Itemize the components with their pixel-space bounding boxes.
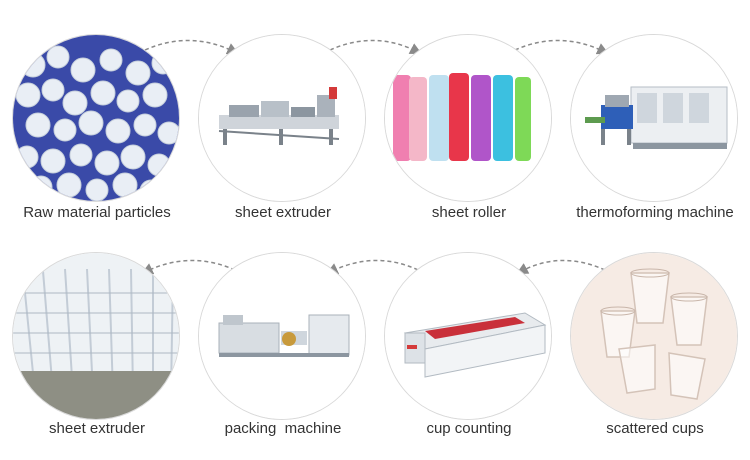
arrow-3-to-4: [514, 39, 610, 55]
counting-machine-icon: [384, 252, 552, 420]
arrow-2-to-3: [329, 39, 423, 55]
step-label: thermoforming machine: [576, 204, 734, 221]
arrow-6-to-5: [140, 259, 236, 275]
step-label: sheet extruder: [235, 204, 331, 221]
arrow-1-to-2: [144, 39, 240, 55]
step-label: scattered cups: [606, 420, 704, 437]
sheet-rolls-icon: [384, 34, 552, 202]
pellets-icon: [12, 34, 180, 202]
arrow-8-to-7: [516, 259, 606, 275]
step-label: cup counting: [426, 420, 512, 437]
extruder-machine-icon: [198, 34, 366, 202]
thermoforming-machine-icon: [570, 34, 738, 202]
step-label: packing machine: [224, 420, 342, 437]
step-label: Raw material particles: [23, 204, 171, 221]
stacked-cups-icon: [12, 252, 180, 420]
arrow-7-to-6: [325, 259, 419, 275]
scattered-cups-icon: [570, 252, 738, 420]
step-label: sheet roller: [431, 204, 507, 221]
step-label: sheet extruder: [49, 420, 145, 437]
packing-machine-icon: [198, 252, 366, 420]
